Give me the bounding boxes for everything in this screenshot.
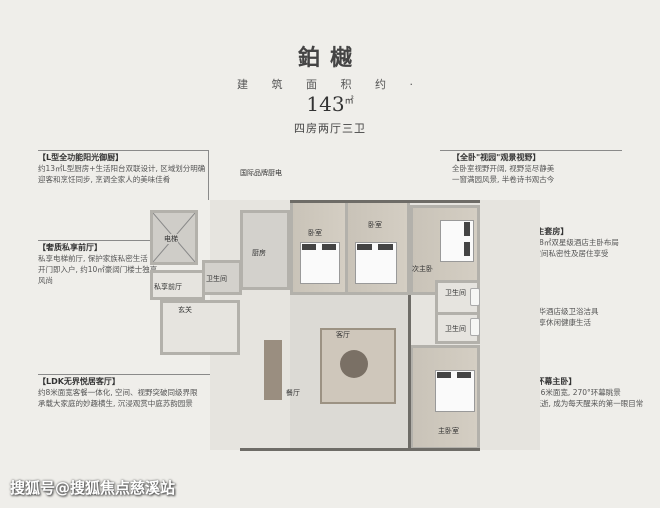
wall	[408, 295, 411, 450]
annotation-secondary-line2: 满足两代人空间私密性及居住享受	[496, 249, 609, 258]
appliance-label: 国际品牌厨电	[240, 169, 282, 177]
leader-line	[38, 150, 208, 151]
annotation-view-head: 【全卧"视园"观景视野】	[452, 153, 541, 162]
kitchen-room	[240, 210, 290, 290]
annotation-kitchen-line2: 迎客和烹饪同步, 烹调全家人的美味佳肴	[38, 175, 171, 184]
annotation-bath-line1: 五星奢华酒店级卫浴洁具	[516, 307, 599, 316]
annotation-foyer-head: 【奢质私享前厅】	[38, 243, 102, 252]
annotation-kitchen: 【L型全功能阳光御厨】 约13㎡L型厨房+生活阳台双联设计, 区域划分明确 迎客…	[38, 152, 208, 185]
annotation-foyer-line2: 开门即入户, 约10㎡豪阔门楼士独享风尚	[38, 265, 158, 285]
leader-line	[208, 150, 209, 200]
pillow	[464, 222, 470, 236]
entry-room	[160, 300, 240, 355]
kitchen-label: 厨房	[252, 249, 266, 257]
toilet-fixture	[470, 288, 480, 306]
annotation-ldk-line2: 承载大家庭的妙趣横生, 沉浸观赏中庭苏韵园景	[38, 399, 193, 408]
bath-a-label: 卫生间	[445, 289, 466, 297]
annotation-master-line1: 主卧标配约4.6米面宽, 270°环幕眺景	[496, 388, 621, 397]
bedroom-a-label: 卧室	[308, 229, 322, 237]
annotation-ldk: 【LDK无界悦居客厅】 约8米面宽客餐一体化, 空间、视野突破同级界限 承载大家…	[38, 376, 208, 409]
annotation-ldk-head: 【LDK无界悦居客厅】	[38, 377, 120, 386]
annotation-kitchen-line1: 约13㎡L型厨房+生活阳台双联设计, 区域划分明确	[38, 164, 206, 173]
annotation-secondary-line1: 约25㎡+约18㎡双星级酒店主卧布局	[496, 238, 619, 247]
pillow	[322, 244, 336, 250]
area-value: 143㎡	[0, 92, 660, 116]
area-unit: ㎡	[344, 96, 354, 107]
annotation-view-line2: 一窗满园风景, 半卷诗书观古今	[452, 175, 555, 184]
elevator-label: 电梯	[164, 234, 178, 244]
pillow	[457, 372, 471, 378]
second-master-label: 次主卧	[412, 265, 433, 273]
dining-table	[264, 340, 282, 400]
annotation-bath: 五星奢华酒店级卫浴洁具 在家即享休闲健康生活	[516, 306, 636, 328]
bath-b-label: 卫生间	[445, 325, 466, 333]
layout-type: 四房两厅三卫	[294, 122, 366, 135]
area-label: 建 筑 面 积 约 ·	[237, 78, 423, 91]
pillow	[437, 372, 451, 378]
annotation-bath-line2: 在家即享休闲健康生活	[516, 318, 591, 327]
annotation-foyer: 【奢质私享前厅】 私享电梯前厅, 保护家族私密生活 开门即入户, 约10㎡豪阔门…	[38, 242, 160, 286]
dining-label: 餐厅	[286, 389, 300, 397]
leader-line	[38, 240, 150, 241]
public-bath-label: 卫生间	[206, 275, 227, 283]
toilet-fixture	[470, 318, 480, 336]
pillow	[464, 242, 470, 256]
living-label: 客厅	[336, 331, 350, 339]
foyer-room	[150, 270, 205, 300]
leader-line	[440, 150, 622, 151]
bedroom-b-label: 卧室	[368, 221, 382, 229]
annotation-kitchen-head: 【L型全功能阳光御厨】	[38, 153, 124, 162]
entry-label: 玄关	[178, 306, 192, 314]
pillow	[357, 244, 372, 250]
coffee-table	[340, 350, 368, 378]
pillow	[378, 244, 393, 250]
living-rug	[320, 328, 396, 404]
master-label: 主卧室	[438, 427, 459, 435]
wall	[290, 200, 480, 203]
annotation-foyer-line1: 私享电梯前厅, 保护家族私密生活	[38, 254, 148, 263]
project-name: 鉑樾	[297, 45, 362, 71]
leader-line	[38, 374, 210, 375]
area-number: 143	[306, 92, 345, 116]
annotation-view: 【全卧"视园"观景视野】 全卧室视野开阔, 视野览尽静美 一窗满园风景, 半卷诗…	[452, 152, 622, 185]
wall	[240, 448, 480, 451]
pillow	[302, 244, 316, 250]
annotation-master-line2: 让时光悄然流逝, 成为每天醒来的第一眼目常	[496, 399, 644, 408]
foyer-label: 私享前厅	[154, 283, 182, 291]
floor-plan: 厨房 国际品牌厨电 电梯 卫生间 私享前厅 玄关 卧室 卧室 次主卧 卫生间 卫…	[140, 169, 540, 470]
annotation-ldk-line1: 约8米面宽客餐一体化, 空间、视野突破同级界限	[38, 388, 198, 397]
watermark: 搜狐号@搜狐焦点慈溪站	[10, 479, 176, 497]
annotation-view-line1: 全卧室视野开阔, 视野览尽静美	[452, 164, 555, 173]
